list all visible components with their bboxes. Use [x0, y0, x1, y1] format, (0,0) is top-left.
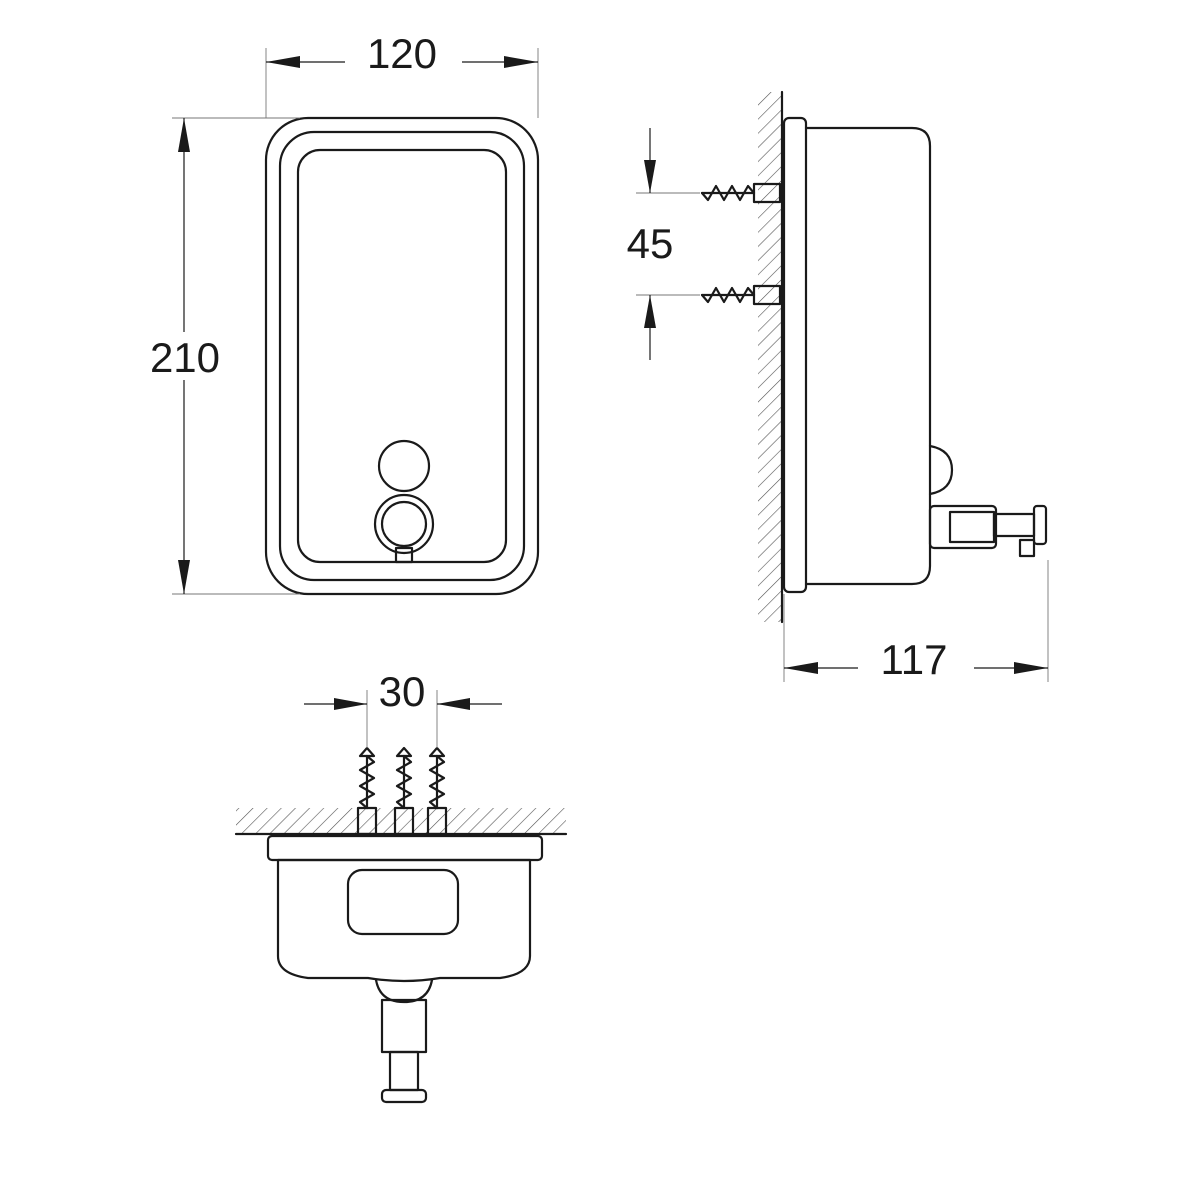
push-button-outer	[373, 493, 435, 555]
front-outer-body	[264, 116, 540, 596]
screw-top	[700, 182, 782, 204]
front-view	[264, 116, 540, 596]
depth-label: 117	[881, 636, 948, 683]
dimension-height: 210	[140, 117, 300, 595]
side-body	[804, 126, 932, 586]
bottom-nozzle-tip	[380, 1088, 428, 1104]
side-nozzle-inner	[948, 510, 996, 544]
wall-hatch-bottom	[236, 808, 566, 834]
bottom-nozzle-tube	[388, 1050, 420, 1092]
dimension-bottom-spacing: 30	[304, 668, 502, 748]
bottom-screw-left	[356, 746, 378, 836]
dimension-screw-spacing: 45	[627, 128, 700, 360]
height-label: 210	[150, 334, 220, 381]
level-indicator-circle	[377, 439, 431, 493]
bottom-screw-center	[393, 746, 415, 836]
bottom-spacing-label: 30	[379, 668, 426, 715]
side-backplate	[782, 116, 808, 594]
dimension-depth: 117	[783, 560, 1049, 683]
screw-bottom	[700, 284, 782, 306]
side-drip	[1018, 538, 1036, 558]
screw-spacing-label: 45	[627, 220, 674, 267]
bottom-backplate	[266, 834, 544, 862]
dimension-width: 120	[265, 30, 539, 118]
nozzle-front	[394, 546, 414, 564]
side-nozzle-outer	[928, 504, 998, 550]
width-label: 120	[367, 30, 437, 77]
push-button-inner	[380, 500, 428, 548]
bottom-nozzle-collar	[374, 978, 434, 1004]
front-inner-panel	[278, 130, 526, 582]
bottom-view	[234, 746, 568, 1104]
wall-hatch-side	[758, 92, 782, 622]
bottom-nozzle-outer	[380, 998, 428, 1054]
front-window	[296, 148, 508, 564]
side-view	[700, 90, 1048, 624]
bottom-screw-right	[426, 746, 448, 836]
side-nozzle-tip	[1032, 504, 1048, 546]
side-push-button	[928, 444, 954, 496]
bottom-window	[346, 868, 460, 936]
bottom-body	[276, 858, 532, 983]
side-nozzle-tube	[992, 512, 1036, 538]
